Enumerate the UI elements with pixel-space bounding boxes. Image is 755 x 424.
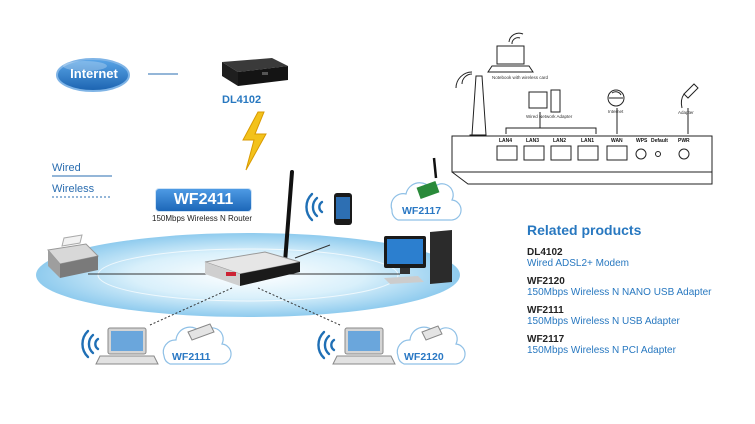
related-item-code: WF2120 — [527, 276, 565, 287]
related-item-desc: 150Mbps Wireless N PCI Adapter — [527, 345, 676, 356]
related-item[interactable]: WF2111 150Mbps Wireless N USB Adapter — [527, 305, 747, 327]
related-item-code: DL4102 — [527, 247, 563, 258]
port-label: LAN4 — [499, 138, 513, 144]
cloud-wf2120-label: WF2120 — [404, 351, 444, 363]
wireless-link-left — [149, 287, 233, 326]
wireless-legend-label: Wireless — [52, 183, 95, 195]
cloud-wf2120 — [396, 325, 466, 365]
related-item-desc: 150Mbps Wireless N NANO USB Adapter — [527, 287, 712, 298]
wired-legend-label: Wired — [52, 162, 81, 174]
wifi-signal-icon — [317, 330, 336, 360]
printer-device — [47, 234, 100, 278]
related-products-title: Related products — [527, 222, 642, 238]
router-subtitle: 150Mbps Wireless N Router — [152, 214, 253, 223]
cloud-wf2111-label: WF2111 — [172, 351, 211, 363]
smartphone-device — [334, 193, 352, 225]
port-label: Default — [651, 138, 668, 144]
internet-label: Internet — [70, 66, 118, 81]
wifi-signal-icon — [305, 192, 324, 222]
port-label: LAN1 — [581, 138, 595, 144]
notebook-note: Notebook with wireless card — [492, 75, 549, 80]
router-label: WF2411 — [155, 188, 252, 212]
laptop-left — [95, 327, 159, 365]
wireless-link-right — [257, 287, 341, 326]
port-label: PWR — [678, 138, 690, 144]
router-device — [204, 170, 301, 286]
wifi-signal-icon — [81, 329, 100, 359]
related-item-desc: Wired ADSL2+ Modem — [527, 258, 629, 269]
lightning-bolt-icon — [242, 111, 267, 171]
cloud-wf2117-label: WF2117 — [402, 205, 442, 217]
cloud-wf2117 — [390, 157, 462, 221]
related-item[interactable]: DL4102 Wired ADSL2+ Modem — [527, 247, 747, 269]
desktop-computer — [384, 230, 452, 284]
related-products-panel: Related products DL4102 Wired ADSL2+ Mod… — [527, 222, 747, 356]
laptop-right — [332, 327, 396, 365]
cloud-wf2111 — [162, 323, 232, 365]
modem-device — [222, 58, 288, 86]
internet-bubble — [56, 58, 130, 92]
port-label: WPS — [636, 138, 648, 144]
router-back-panel — [451, 32, 713, 185]
modem-label: DL4102 — [222, 94, 262, 106]
port-label: LAN2 — [553, 138, 567, 144]
related-item[interactable]: WF2120 150Mbps Wireless N NANO USB Adapt… — [527, 276, 747, 298]
related-item-desc: 150Mbps Wireless N USB Adapter — [527, 316, 680, 327]
related-item-code: WF2111 — [527, 305, 564, 316]
internet-note: Internet — [608, 109, 624, 114]
related-item[interactable]: WF2117 150Mbps Wireless N PCI Adapter — [527, 334, 747, 356]
port-label: LAN3 — [526, 138, 540, 144]
desktop-note: Wired Network Adapter — [526, 114, 573, 119]
related-item-code: WF2117 — [527, 334, 565, 345]
port-label: WAN — [611, 138, 623, 144]
adapter-note: Adapter — [678, 110, 694, 115]
